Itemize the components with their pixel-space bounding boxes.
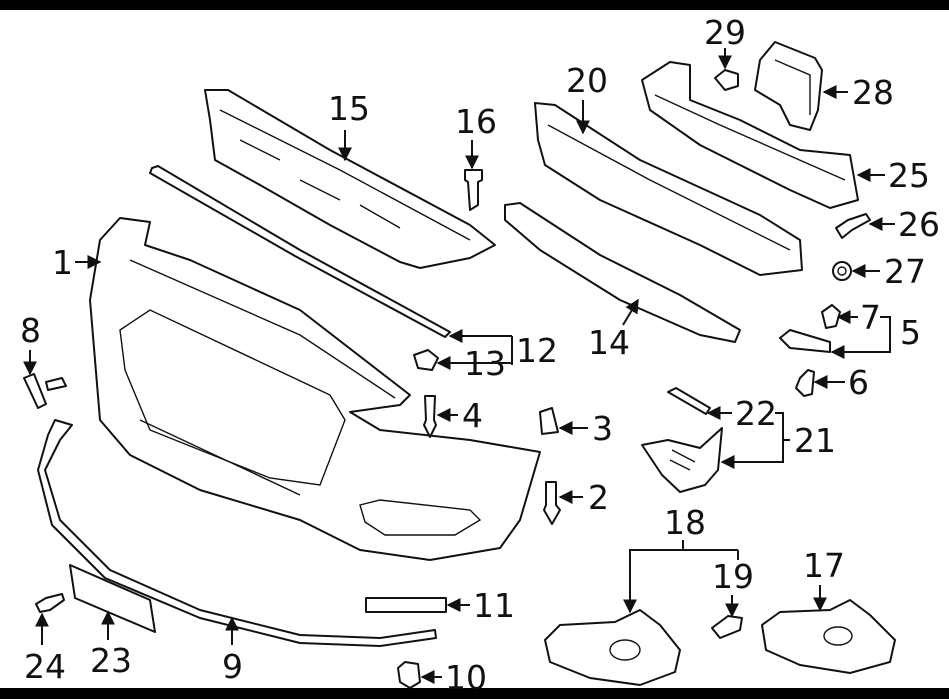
part-18-bezel-left [544,609,681,686]
callout-19: 19 [712,557,754,596]
part-12-strip [149,165,451,338]
part-21-bracket [641,427,723,493]
part-17-bezel-right [761,599,896,674]
callout-22: 22 [735,394,777,433]
callout-21: 21 [794,421,836,460]
callout-1: 1 [52,243,73,282]
callout-11: 11 [473,586,515,625]
part-20-absorber [534,102,803,276]
part-22-screw [667,387,711,415]
part-19-screw [711,615,743,639]
callout-10: 10 [445,658,487,697]
part-11-trim-strip [365,597,447,613]
part-1-bumper-cover [89,217,541,561]
part-14-lower-absorber [504,202,741,343]
callout-4: 4 [462,396,483,435]
part-27-nut [832,261,852,281]
callout-20: 20 [566,61,608,100]
part-16-screw [464,169,483,211]
callout-8: 8 [20,311,41,350]
callout-2: 2 [588,478,609,517]
part-2-bolt [543,481,561,525]
callout-24: 24 [24,647,66,686]
callout-5: 5 [900,313,921,352]
callout-29: 29 [704,13,746,52]
part-6-screw [795,369,815,397]
part-9-lower-strip [37,419,437,647]
part-28-bracket [754,41,823,131]
callout-28: 28 [852,73,894,112]
callout-17: 17 [803,546,845,585]
callout-12: 12 [516,331,558,370]
part-15-upper-grille [204,89,496,269]
callout-18: 18 [664,503,706,542]
part-8-bracket [23,373,67,409]
callout-27: 27 [884,252,926,291]
part-3-clip [539,407,559,435]
callout-26: 26 [898,205,940,244]
frame-top-bar [0,0,949,10]
part-13-clip [413,349,439,371]
leader-lines [23,48,895,684]
callout-labels: 1 2 3 4 5 6 7 8 9 10 11 12 13 14 15 16 1… [20,13,940,697]
part-7-clip [821,304,841,329]
callout-16: 16 [455,102,497,141]
frame-bottom-bar [0,688,949,699]
callout-23: 23 [90,641,132,680]
callout-7: 7 [860,298,881,337]
part-25-reinforcement-bar [641,61,859,209]
callout-14: 14 [588,323,630,362]
part-29-nut [714,69,739,91]
callout-25: 25 [888,156,930,195]
callout-6: 6 [848,363,869,402]
part-26-bolt [835,213,871,239]
part-5-bracket [779,329,831,353]
part-24-screw [35,593,65,613]
callout-15: 15 [328,89,370,128]
callout-13: 13 [464,344,506,383]
part-23-plate [69,564,156,633]
part-4-pin [423,395,437,438]
part-10-nut [397,661,421,689]
callout-3: 3 [592,409,613,448]
callout-9: 9 [222,647,243,686]
